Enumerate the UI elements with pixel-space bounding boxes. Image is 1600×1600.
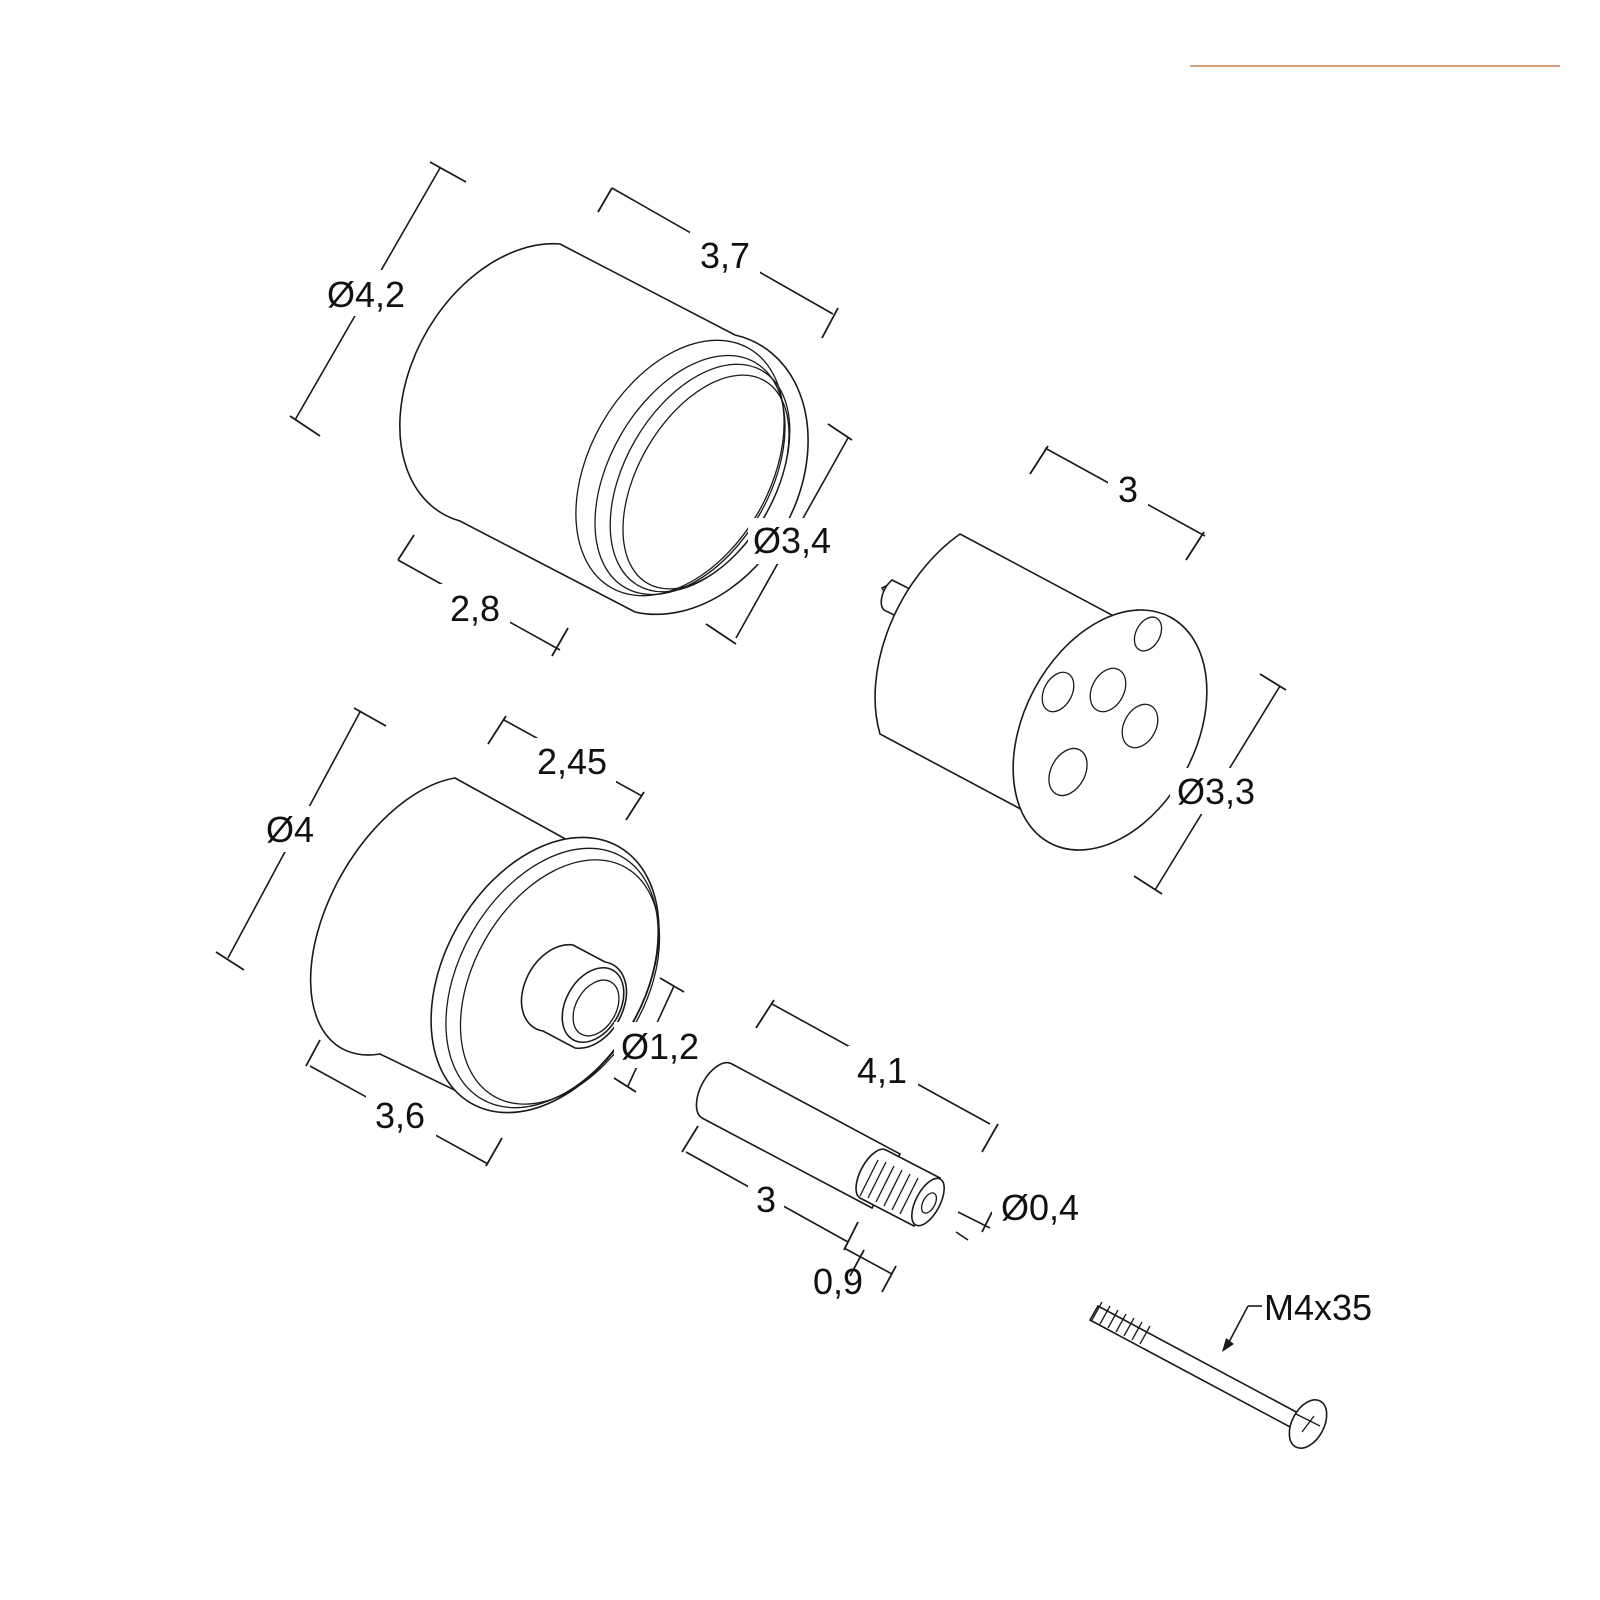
screw-thread <box>1091 1301 1151 1345</box>
medium-cover-cap <box>309 777 661 1114</box>
dim-label: Ø1,2 <box>621 1026 699 1067</box>
dim-label: 2,8 <box>450 588 500 629</box>
dim-medium-cap-hub-diameter: Ø1,2 <box>613 977 708 1093</box>
dim-label: 0,9 <box>813 1261 863 1302</box>
dim-label: 2,45 <box>537 741 607 782</box>
dim-pin-spline-length: 0,9 <box>813 1247 897 1302</box>
dim-pin-bore-diameter: Ø0,4 <box>955 1184 1088 1241</box>
dim-plug-length: 3 <box>1029 445 1206 561</box>
dim-label: 3,6 <box>375 1095 425 1136</box>
dim-medium-cap-diameter: Ø4 <box>215 707 387 971</box>
dim-label: Ø4 <box>266 809 314 850</box>
dim-medium-cap-rim: 3,6 <box>305 1039 503 1167</box>
dim-label: 3 <box>1118 469 1138 510</box>
dim-large-cap-diameter: Ø4,2 <box>289 161 467 437</box>
dim-pin-shaft: 3 <box>681 1125 859 1251</box>
perforated-plug <box>874 533 1208 851</box>
dim-screw-spec: M4x35 <box>1222 1287 1372 1352</box>
dim-label: M4x35 <box>1264 1287 1372 1328</box>
dim-label: Ø4,2 <box>327 274 405 315</box>
dim-label: Ø3,4 <box>753 520 831 561</box>
dim-large-cap-length: 3,7 <box>597 187 839 339</box>
spline-pin <box>695 1061 945 1228</box>
dim-label: 4,1 <box>857 1050 907 1091</box>
spline-teeth <box>859 1159 919 1215</box>
dim-large-cap-inner-diameter: Ø3,4 <box>705 423 853 645</box>
dim-medium-cap-length: 2,45 <box>487 715 645 821</box>
dim-label: Ø0,4 <box>1001 1187 1079 1228</box>
dim-label: Ø3,3 <box>1177 771 1255 812</box>
large-cover-cap <box>399 242 809 616</box>
dim-large-cap-rim: 2,8 <box>397 534 569 657</box>
dim-label: 3 <box>756 1179 776 1220</box>
screw <box>1088 1301 1328 1449</box>
dim-label: 3,7 <box>700 235 750 276</box>
dim-pin-length: 4,1 <box>755 999 999 1153</box>
dim-plug-diameter: Ø3,3 <box>1133 673 1287 895</box>
